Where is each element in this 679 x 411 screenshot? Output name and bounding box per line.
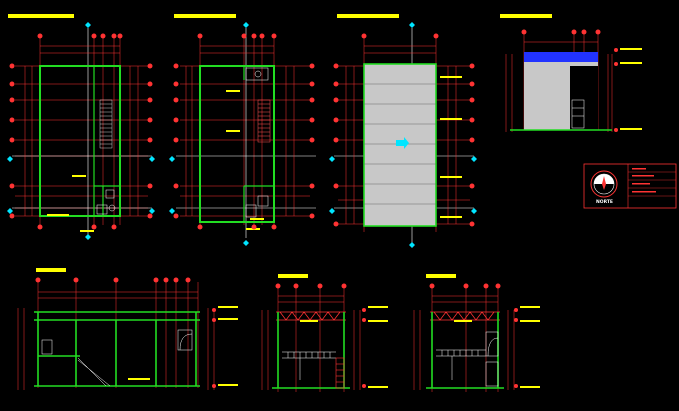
section-marker-icon xyxy=(329,22,477,248)
view-section-long xyxy=(17,268,238,390)
door-detail-icon xyxy=(485,331,499,387)
view-plan-1 xyxy=(7,14,155,240)
stair-icon xyxy=(335,357,345,389)
facade-beam xyxy=(524,52,598,62)
railing-detail-icon xyxy=(436,349,486,380)
room-tags xyxy=(47,175,94,232)
view-title-bar xyxy=(8,14,74,18)
railing-detail-icon xyxy=(571,99,585,129)
view-title-bar xyxy=(36,268,66,272)
view-title-bar xyxy=(278,274,308,278)
section-marker-icon xyxy=(7,22,155,240)
title-block-frame xyxy=(583,163,677,209)
view-title-bar xyxy=(337,14,399,18)
roof-tags xyxy=(440,76,462,218)
view-title-bar xyxy=(174,14,236,18)
grid-bubbles xyxy=(35,277,216,388)
view-section-b xyxy=(413,274,540,392)
grid-bubbles xyxy=(333,33,475,227)
exterior-walls xyxy=(199,65,275,223)
stair-icon xyxy=(257,99,271,143)
view-section-a xyxy=(261,274,388,392)
view-facade xyxy=(500,14,642,132)
dimension-lines xyxy=(185,45,295,216)
logo-label: NORTE xyxy=(596,199,613,205)
title-block-rows xyxy=(628,171,676,197)
level-tags xyxy=(620,48,642,130)
grid-bubbles xyxy=(9,33,153,230)
exterior-walls xyxy=(39,65,121,217)
grid-bubbles xyxy=(275,283,366,388)
interior-walls xyxy=(93,66,120,216)
view-title-bar xyxy=(426,274,456,278)
slope-arrow-icon xyxy=(396,137,409,149)
grid-bubbles xyxy=(173,33,315,230)
view-roof-plan xyxy=(329,14,477,248)
grid-bubbles xyxy=(521,29,618,132)
grid-bubbles xyxy=(429,283,518,388)
dimension-lines xyxy=(345,45,457,224)
view-plan-2 xyxy=(169,14,316,246)
view-title-bar xyxy=(500,14,552,18)
bathroom-fixtures-icon xyxy=(96,189,116,215)
section-walls xyxy=(34,311,200,387)
title-block: NORTE xyxy=(583,163,677,209)
grid-lines xyxy=(17,282,215,390)
roof-panel-joints xyxy=(364,83,436,205)
compass-rose-icon xyxy=(590,170,618,198)
stair-icon xyxy=(77,357,111,387)
tank-detail-icon xyxy=(245,67,269,218)
axis-lines xyxy=(12,28,152,238)
dimension-lines xyxy=(24,45,139,216)
section-marker-icon xyxy=(169,22,249,246)
level-tags xyxy=(128,306,238,386)
railing-detail-icon xyxy=(282,351,336,380)
level-tags xyxy=(454,306,540,388)
stair-icon xyxy=(99,99,113,149)
title-block-text-marks xyxy=(632,168,656,193)
door-detail-icon xyxy=(41,329,193,355)
level-tags xyxy=(300,306,388,388)
interior-walls xyxy=(243,66,274,222)
